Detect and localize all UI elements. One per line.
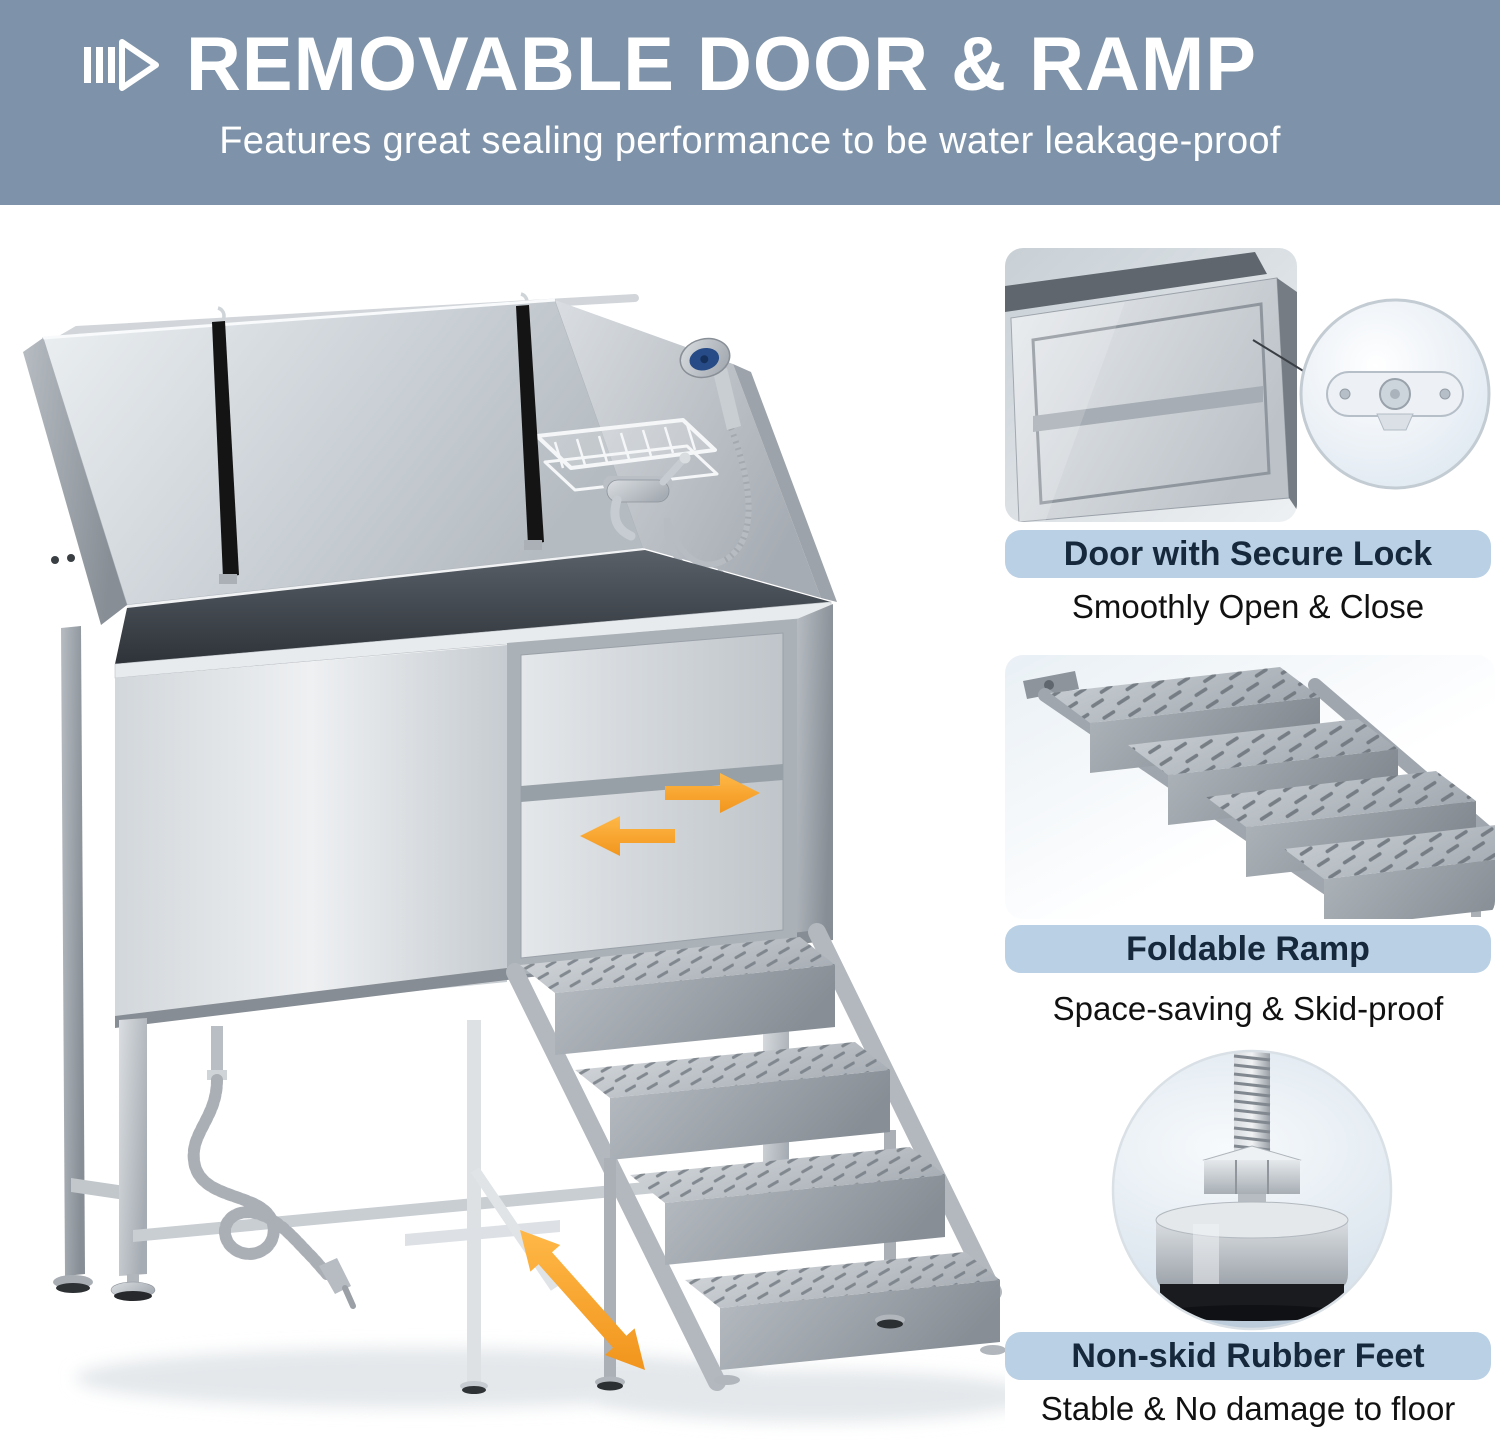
grooming-straps <box>212 305 544 584</box>
ramp-photo-crop <box>1005 655 1495 919</box>
grooming-tub-illustration <box>23 292 1035 1422</box>
lock-zoom-circle <box>1299 298 1491 490</box>
sliding-door <box>507 619 797 976</box>
rubber-feet-subtext: Stable & No damage to floor <box>1040 1390 1456 1427</box>
drain-hose <box>187 1026 356 1309</box>
stair-support-frame <box>405 1020 560 1394</box>
stairs <box>506 923 1006 1391</box>
door-lock-closeup <box>1005 248 1491 522</box>
door-lock-subtext: Smoothly Open & Close <box>1071 588 1425 625</box>
rubber-feet-caption-band: Non-skid Rubber Feet <box>1005 1332 1491 1380</box>
slide-direction-arrows-icon <box>580 773 760 856</box>
header-banner: REMOVABLE DOOR & RAMP Features great sea… <box>0 0 1500 205</box>
main-product-photo <box>15 230 1035 1440</box>
ramp-closeup <box>1005 655 1495 919</box>
floor-shadows <box>75 1348 1035 1422</box>
header-subtitle: Features great sealing performance to be… <box>219 119 1281 162</box>
foot-circle-border <box>1111 1049 1393 1331</box>
foot-closeup <box>1111 1049 1393 1331</box>
foldable-ramp-photo <box>1005 655 1495 919</box>
faucet <box>603 452 691 541</box>
rubber-feet-caption: Non-skid Rubber Feet <box>1071 1336 1425 1375</box>
page-title: REMOVABLE DOOR & RAMP <box>186 22 1257 107</box>
ramp-subtext: Space-saving & Skid-proof <box>1052 990 1444 1027</box>
height-adjust-arrows-icon <box>520 1230 645 1370</box>
door-lock-caption: Door with Secure Lock <box>1063 534 1433 573</box>
wire-basket <box>535 418 719 492</box>
door-lock-photo <box>1005 248 1495 530</box>
door-photo-crop <box>1005 248 1297 522</box>
rubber-feet-photo <box>1005 1048 1495 1332</box>
door-lock-caption-band: Door with Secure Lock <box>1005 530 1491 578</box>
callout-connector-line <box>1252 339 1306 373</box>
ramp-caption-band: Foldable Ramp <box>1005 925 1491 973</box>
foot-photo-crop <box>1113 1051 1391 1329</box>
triple-bars-play-icon <box>84 38 159 91</box>
title-row: REMOVABLE DOOR & RAMP <box>0 0 1500 104</box>
ramp-caption: Foldable Ramp <box>1126 929 1370 968</box>
